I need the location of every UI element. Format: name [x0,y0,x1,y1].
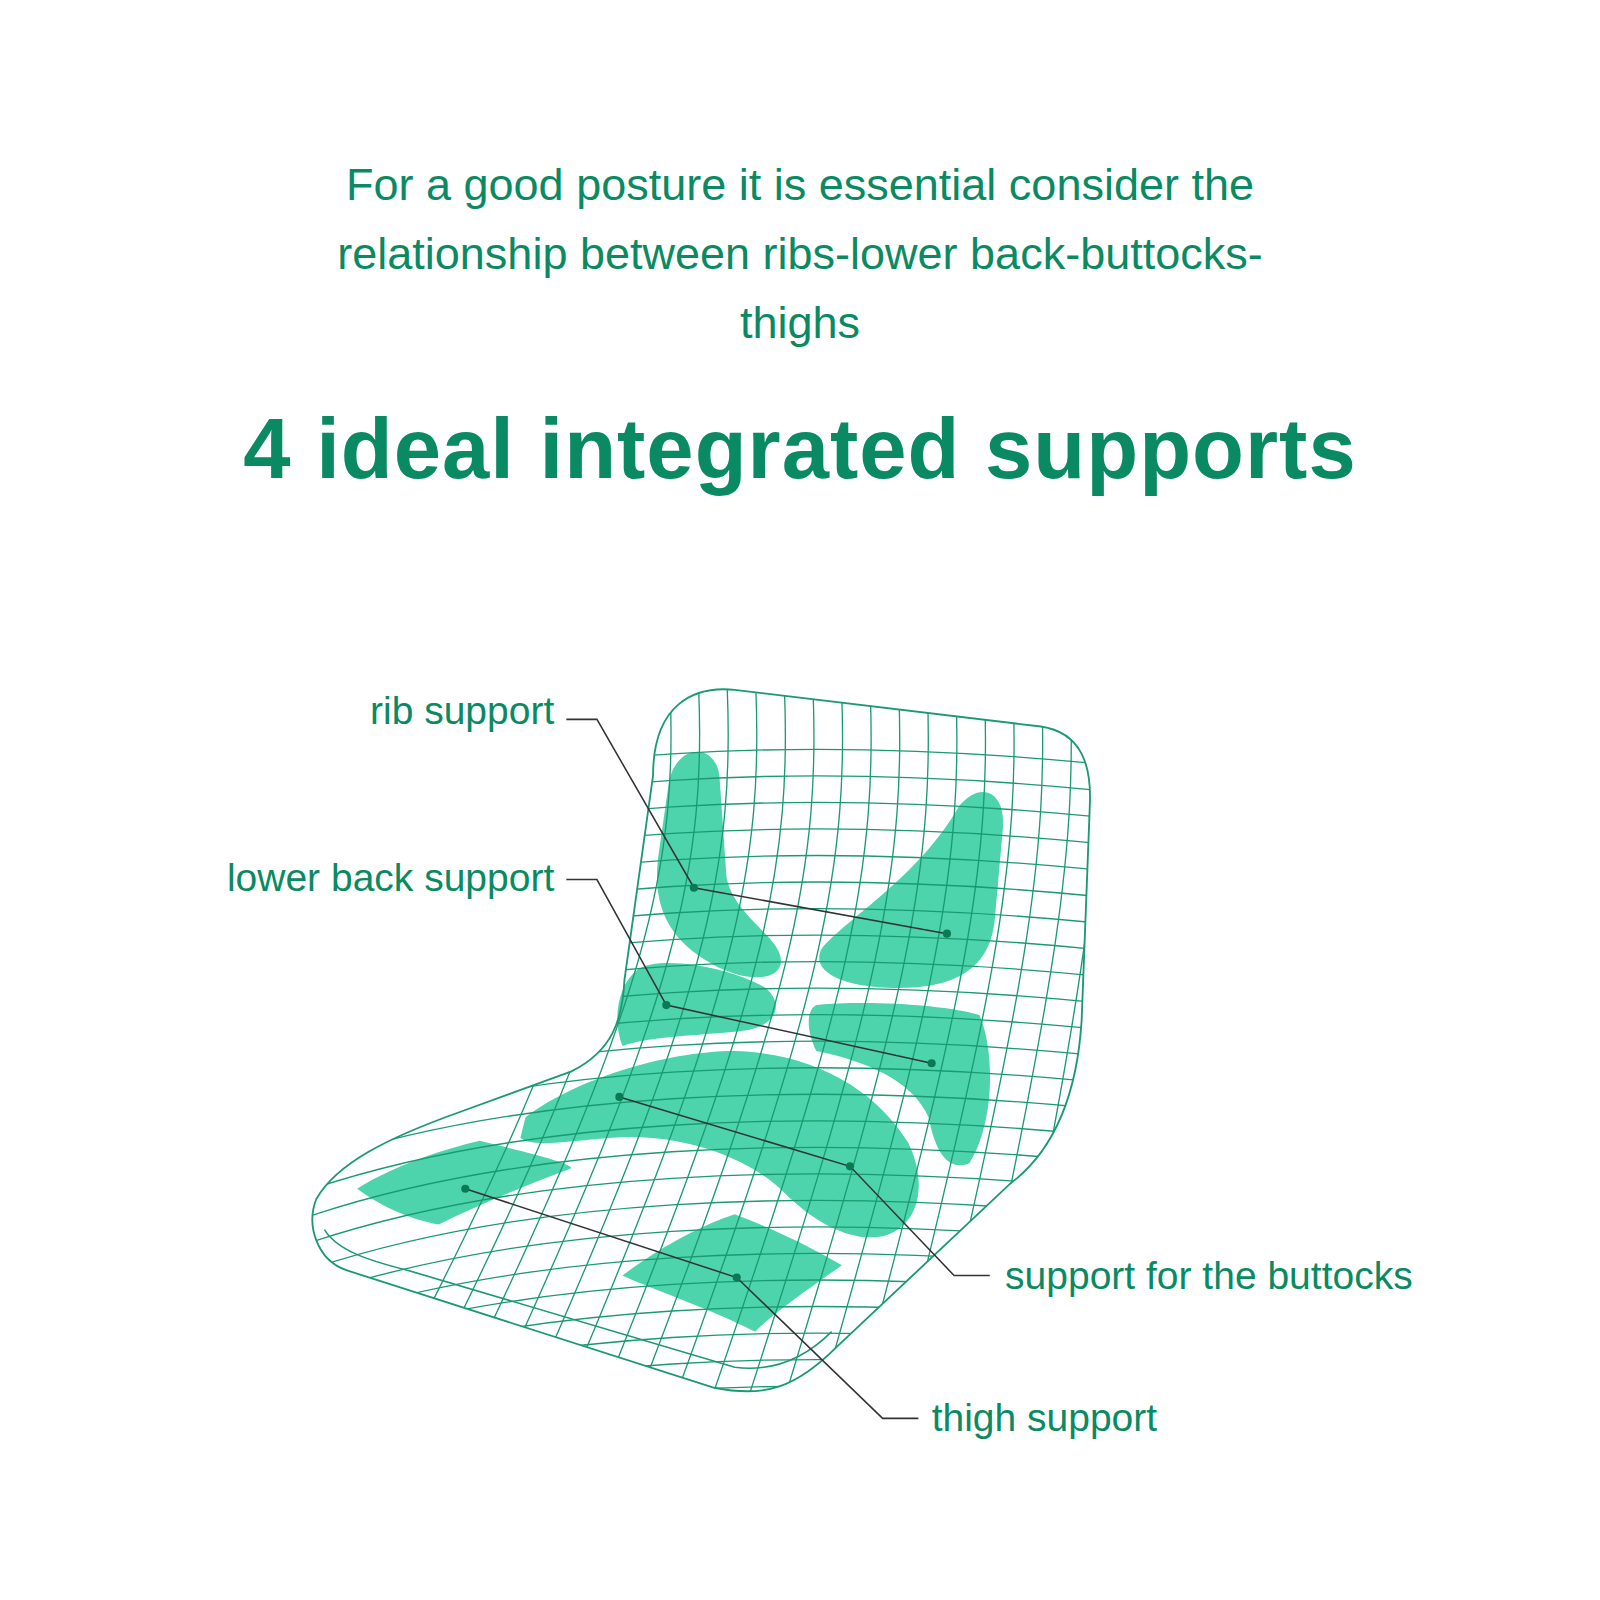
mesh-grid [286,673,1113,1489]
mesh-line [286,935,1113,1012]
thigh-zone [357,1141,571,1225]
mesh-line [524,673,728,1408]
support-zones [357,752,1003,1332]
mesh-line [561,673,757,1408]
callout-label: thigh support [932,1395,1158,1441]
callout-label: lower back support [227,855,554,901]
mesh-line [286,909,1113,986]
leader-line [465,1189,918,1419]
main-title: 4 ideal integrated supports [0,400,1600,498]
leader-lines [465,719,989,1418]
mesh-line [286,1174,1113,1251]
mesh-line [286,1280,1113,1357]
leader-line [619,1097,989,1276]
mesh-line [286,1041,1113,1118]
mesh-line [286,1094,1113,1171]
mesh-line [286,1015,1113,1092]
rib-zone [657,752,781,978]
callout-label: support for the buttocks [1005,1253,1413,1299]
mesh-line [286,1307,1113,1384]
leader-dot [690,884,698,892]
mesh-line [378,673,614,1408]
leader-dots [461,884,951,1282]
intro-text: For a good posture it is essential consi… [285,150,1315,357]
leader-dot [615,1093,623,1101]
mesh-line [855,673,985,1408]
mesh-line [488,673,700,1408]
leader-dot [733,1273,741,1281]
mesh-line [286,988,1113,1065]
mesh-line [286,962,1113,1039]
leader-dot [928,1059,936,1067]
mesh-line [892,673,1014,1408]
leader-dot [662,1001,670,1009]
mesh-line [286,1147,1113,1224]
mesh-line [286,776,1113,853]
leader-dot [943,930,951,938]
seat-outline [313,689,1091,1391]
leader-line [566,719,947,933]
leader-dot [846,1162,854,1170]
callout-label: rib support [370,688,554,734]
leader-line [566,880,931,1064]
mesh-line [286,749,1113,826]
mesh-line [451,673,671,1408]
seat-front-edge [324,1230,831,1369]
leader-dot [461,1185,469,1193]
mesh-line [286,1068,1113,1145]
